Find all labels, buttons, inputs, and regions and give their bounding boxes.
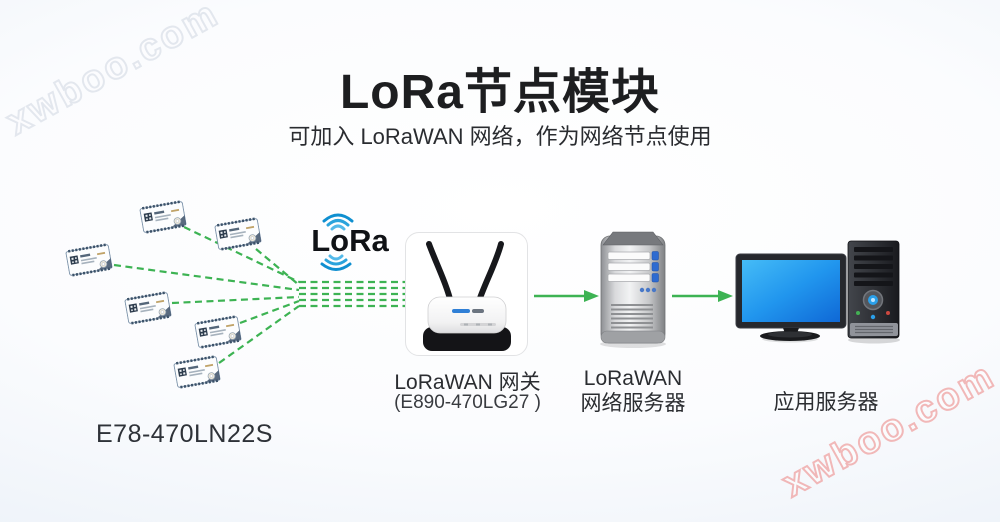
network-server-label: LoRaWAN 网络服务器	[558, 366, 708, 416]
desktop-computer-image	[735, 240, 900, 344]
gateway-card	[405, 232, 528, 356]
gateway-label: LoRaWAN 网关	[394, 371, 541, 394]
computer-tower	[847, 240, 900, 339]
arrow-gateway-to-network-server	[534, 290, 599, 302]
network-server-label-line1: LoRaWAN	[583, 367, 683, 390]
lora-logo: LoRa	[300, 204, 396, 283]
network-server-label-line2: 网络服务器	[580, 392, 686, 415]
page-subtitle: 可加入 LoRaWAN 网络，作为网络节点使用	[288, 124, 712, 149]
page-title: LoRa节点模块	[339, 66, 660, 119]
server-tower-image	[600, 231, 666, 348]
wireless-router-image	[423, 241, 511, 351]
lora-logo-text: LoRa	[311, 223, 389, 258]
arrow-network-server-to-app-server	[672, 290, 733, 302]
dashed-uplink-lines	[113, 226, 407, 364]
app-server-label: 应用服务器	[773, 391, 879, 414]
node-module-label: E78-470LN22S	[96, 420, 273, 448]
lora-signal-arcs-top	[322, 213, 354, 231]
monitor	[735, 253, 847, 341]
lora-signal-arcs-bottom	[320, 254, 352, 271]
gateway-model-label: (E890-470LG27 )	[394, 392, 541, 413]
